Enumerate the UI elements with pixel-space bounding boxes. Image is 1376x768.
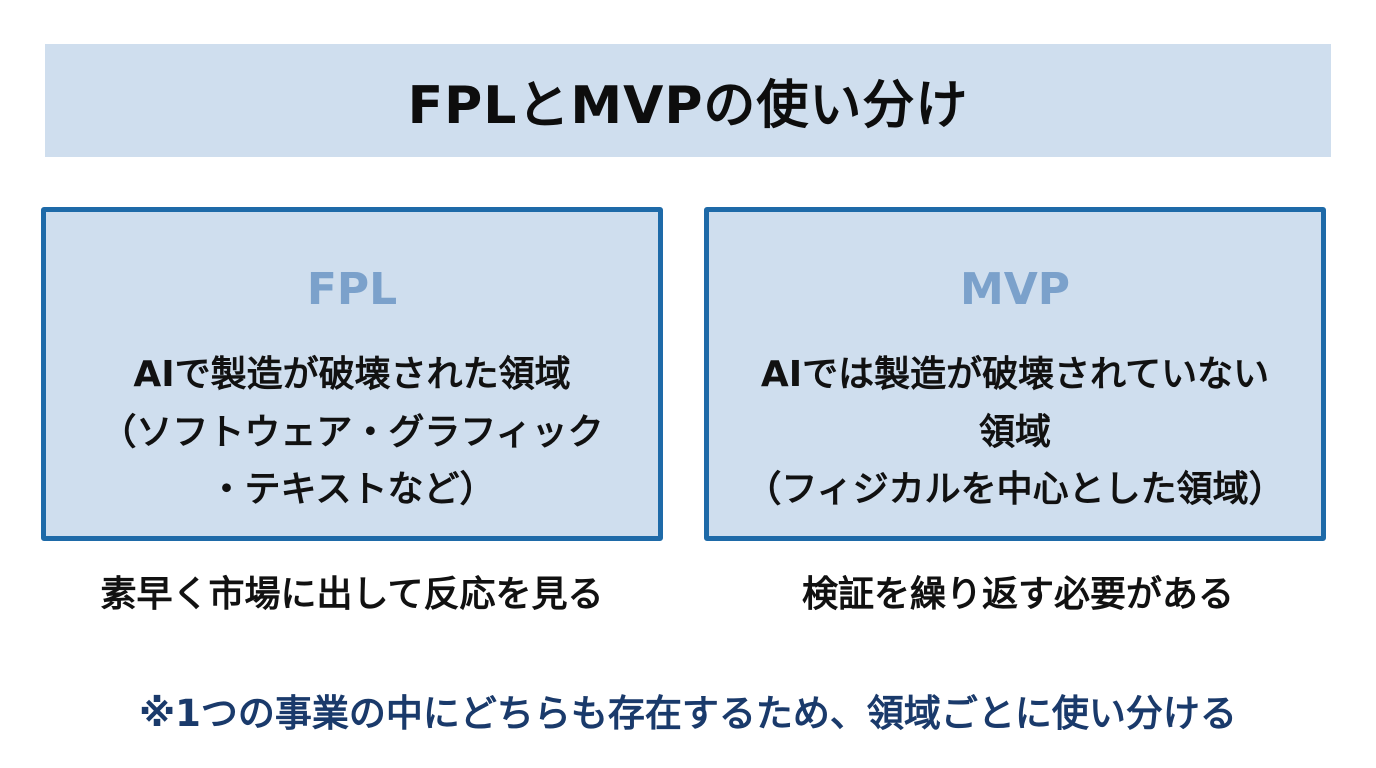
mvp-caption: 検証を繰り返す必要がある — [801, 574, 1234, 615]
fpl-caption: 素早く市場に出して反応を見る — [100, 574, 604, 615]
fpl-description-line: ・テキストなど） — [208, 469, 496, 510]
mvp-card: MVP AIでは製造が破壊されていない 領域 （フィジカルを中心とした領域） — [704, 207, 1326, 541]
mvp-description-line: 領域 — [978, 412, 1051, 453]
fpl-description-line: AIで製造が破壊された領域 — [133, 354, 571, 395]
footnote: ※1つの事業の中にどちらも存在するため、領域ごとに使い分ける — [139, 692, 1237, 735]
fpl-heading: FPL — [306, 264, 398, 315]
mvp-heading: MVP — [959, 264, 1071, 315]
title-banner: FPLとMVPの使い分け — [45, 44, 1331, 157]
mvp-description-line: （フィジカルを中心とした領域） — [745, 469, 1285, 510]
fpl-description-line: （ソフトウェア・グラフィック — [100, 412, 604, 453]
mvp-description-line: AIでは製造が破壊されていない — [760, 354, 1270, 395]
fpl-card: FPL AIで製造が破壊された領域 （ソフトウェア・グラフィック ・テキストなど… — [41, 207, 663, 541]
page-title: FPLとMVPの使い分け — [407, 76, 969, 136]
